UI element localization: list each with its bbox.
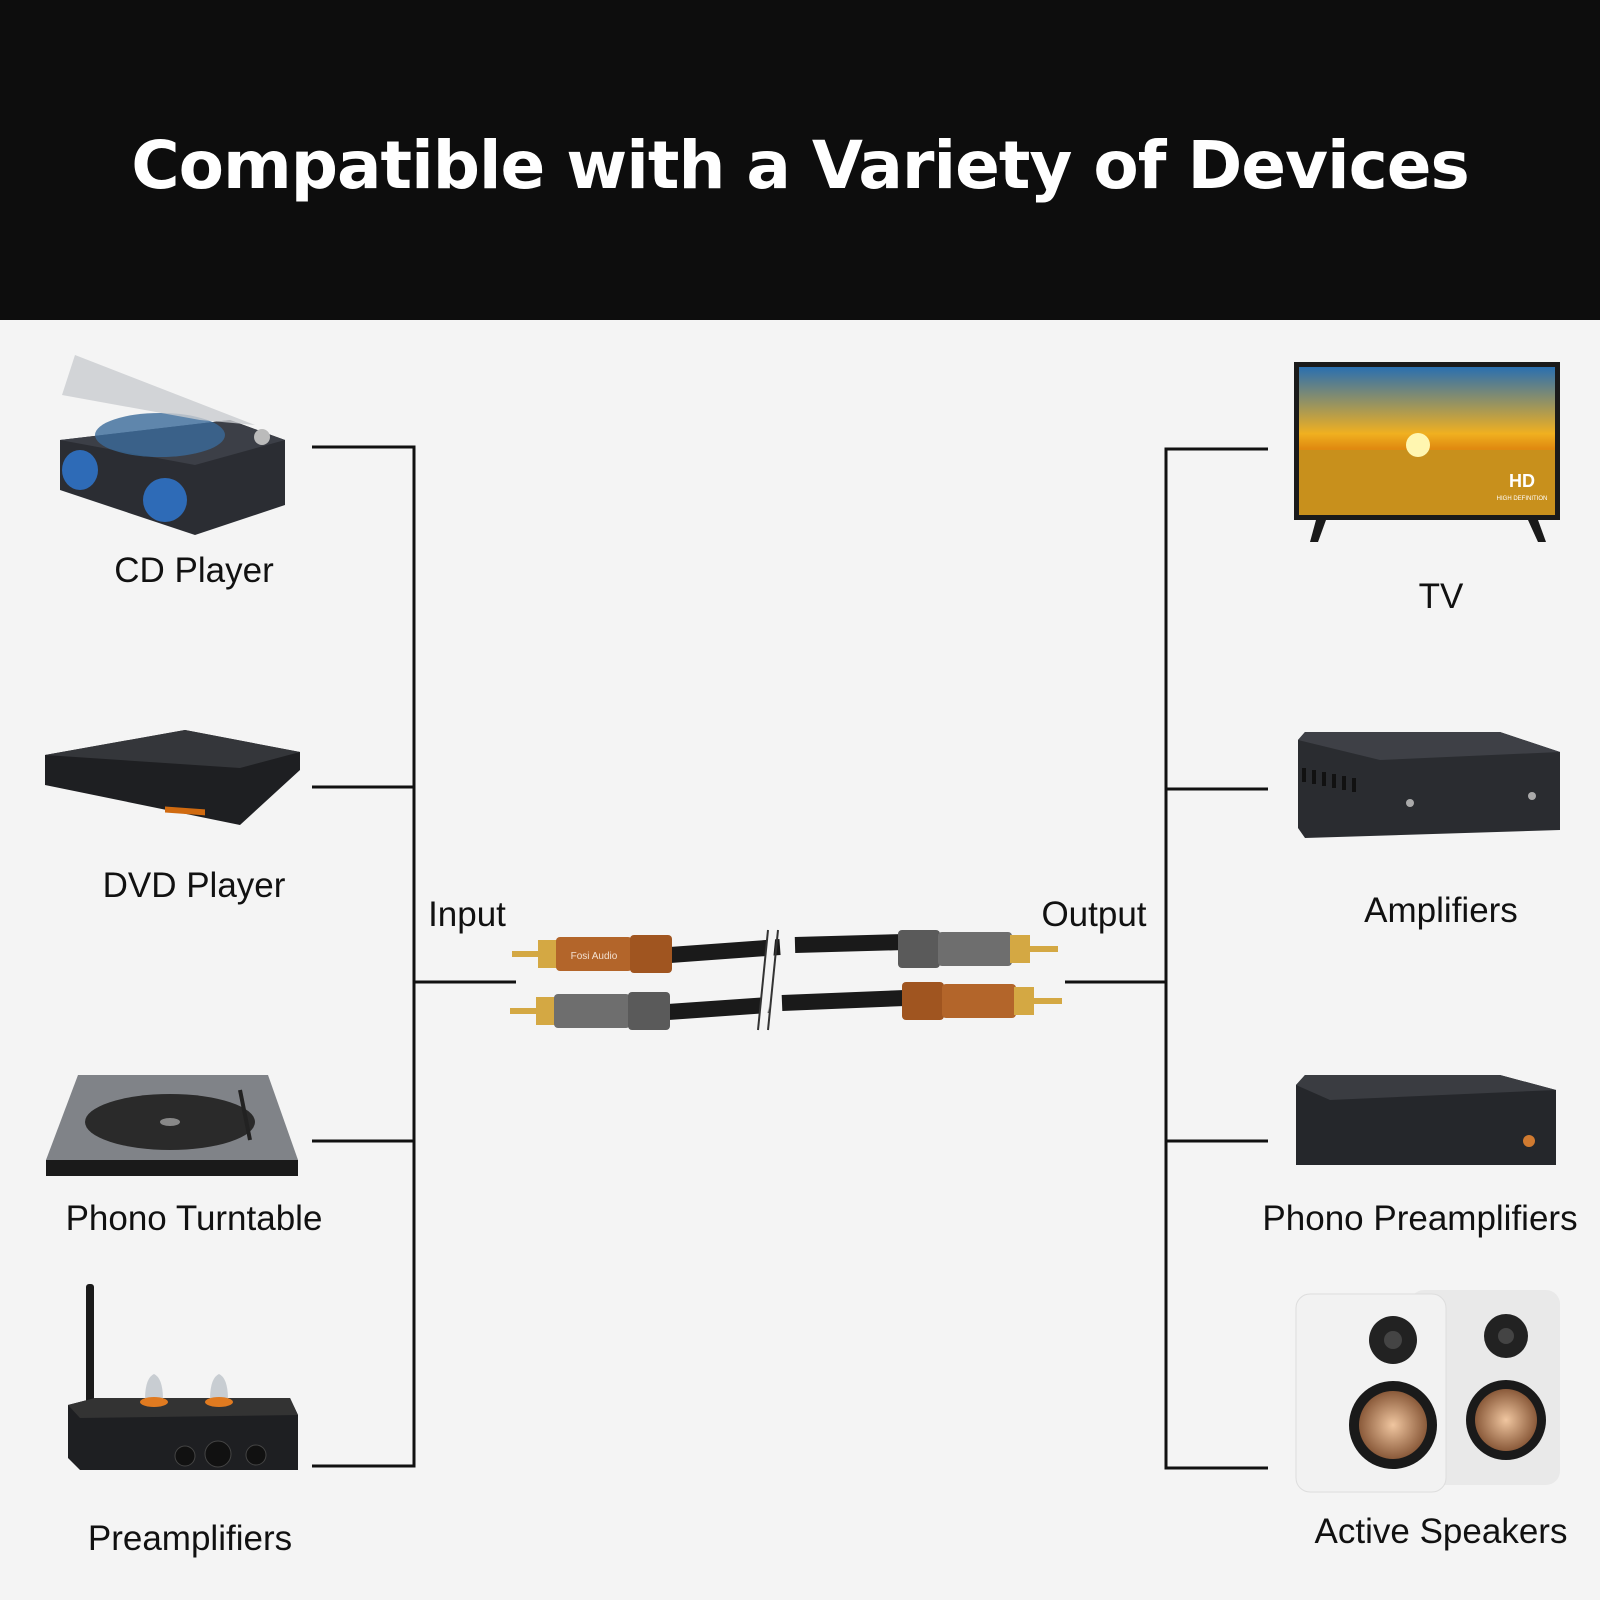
page-title: Compatible with a Variety of Devices (131, 126, 1470, 204)
output-label-amplifiers: Amplifiers (1364, 891, 1518, 930)
tv-icon: HD HIGH DEFINITION (1294, 362, 1560, 542)
tv-hd-badge-sub: HIGH DEFINITION (1497, 496, 1548, 502)
tube-preamp-icon (68, 1284, 298, 1470)
input-connector-lines (312, 445, 516, 1468)
phono-preamp-icon (1296, 1075, 1556, 1165)
input-label-preamplifiers: Preamplifiers (88, 1519, 292, 1558)
output-connector-lines (1065, 447, 1268, 1470)
output-label-tv: TV (1419, 577, 1464, 616)
output-label: Output (1041, 895, 1146, 934)
output-label-active-speakers: Active Speakers (1315, 1512, 1568, 1551)
input-label-phono-turntable: Phono Turntable (66, 1199, 323, 1238)
header-banner: Compatible with a Variety of Devices (0, 0, 1600, 320)
turntable-icon (46, 1075, 298, 1176)
cd-player-icon (60, 355, 285, 535)
output-label-phono-preamplifiers: Phono Preamplifiers (1262, 1199, 1577, 1238)
dvd-player-icon (45, 730, 300, 825)
amplifier-icon (1298, 732, 1560, 838)
speakers-icon (1295, 1290, 1560, 1493)
cable-brand-label: Fosi Audio (571, 951, 618, 962)
tv-hd-badge: HD (1509, 471, 1535, 491)
input-label-cd-player: CD Player (114, 551, 274, 590)
input-label: Input (428, 895, 506, 934)
input-label-dvd-player: DVD Player (103, 866, 286, 905)
rca-cable-icon: Fosi Audio (510, 929, 1062, 1031)
